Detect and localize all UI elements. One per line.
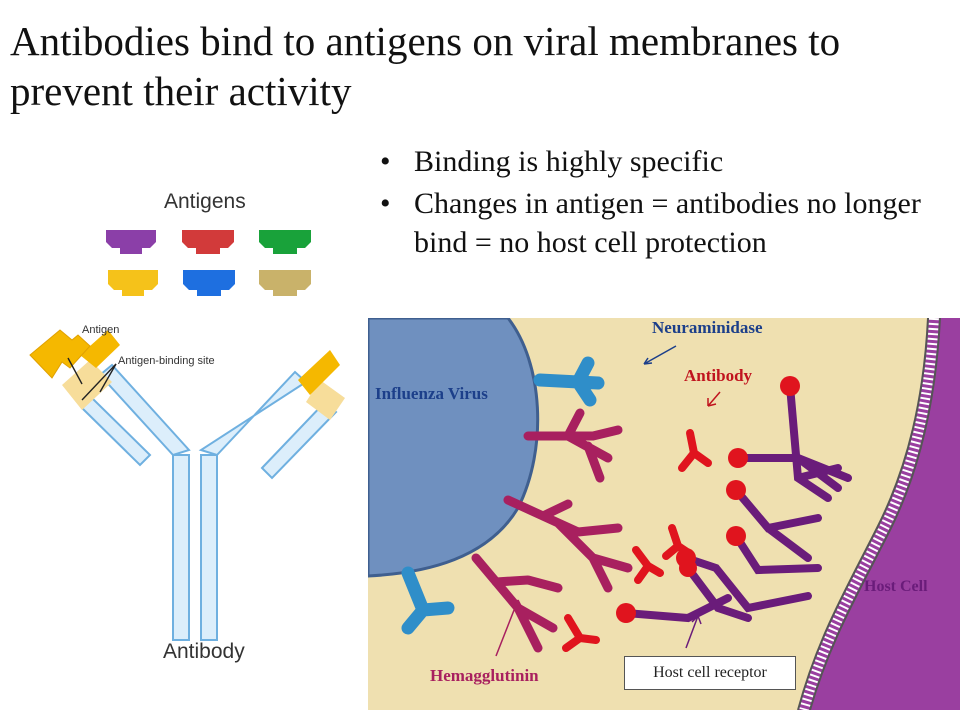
antibody-heavy-chain — [98, 363, 191, 457]
antibody-shape — [80, 363, 338, 641]
slide-title: Antibodies bind to antigens on viral mem… — [10, 18, 841, 114]
bullet-text: Binding is highly specific — [414, 145, 724, 178]
bullet-dot-icon: • — [380, 187, 391, 220]
antibody-variable-region — [62, 360, 112, 410]
host-cell — [798, 318, 960, 710]
antibody-red-label: Antibody — [684, 366, 753, 385]
host-cell-receptor-label: Host cell receptor — [624, 656, 796, 690]
antigen-label: Antigen — [82, 324, 120, 336]
bullet-text: Changes in antigen = antibodies no longe… — [414, 187, 921, 259]
bound-antigen — [29, 329, 91, 379]
hemagglutinin-label: Hemagglutinin — [430, 666, 539, 685]
antibody-light-chain — [260, 400, 338, 480]
antigen-swatch-icon — [259, 230, 311, 254]
antibody-variable-region — [80, 330, 120, 368]
host-cell-membrane — [799, 318, 939, 710]
bullet-item: • Binding is highly specific — [380, 142, 950, 181]
antigen-swatches — [106, 230, 311, 296]
bullet-item: • Changes in antigen = antibodies no lon… — [380, 184, 950, 262]
antibody-label: Antibody — [163, 640, 245, 663]
neuraminidase-icon — [401, 356, 605, 635]
virus-label: Influenza Virus — [375, 384, 488, 403]
antibody-variable-region — [306, 380, 345, 420]
pointer-arrows — [495, 345, 721, 657]
antigen-swatch-icon — [183, 270, 235, 296]
antigen-swatch-icon — [182, 230, 234, 254]
antibody-heavy-chain — [172, 454, 190, 641]
antigens-label: Antigens — [164, 190, 246, 213]
bullet-dot-icon: • — [380, 145, 391, 178]
influenza-diagram — [368, 318, 960, 710]
host-cell-receptor-icons — [622, 382, 852, 623]
antigen-swatch-icon — [106, 230, 156, 254]
hemagglutinin-icon — [471, 408, 633, 653]
receptor-tip-icons — [616, 376, 800, 623]
host-cell-label: Host Cell — [864, 578, 928, 595]
antibody-icons — [562, 429, 712, 652]
antibody-heavy-chain — [200, 454, 218, 641]
antibody-variable-region — [298, 350, 340, 395]
neuraminidase-label: Neuraminidase — [652, 318, 763, 337]
binding-site-label: Antigen-binding site — [118, 355, 215, 367]
bullet-list: • Binding is highly specific • Changes i… — [380, 142, 950, 262]
antigen-swatch-icon — [108, 270, 158, 296]
antigen-swatch-icon — [259, 270, 311, 296]
antibody-diagram — [29, 230, 345, 641]
